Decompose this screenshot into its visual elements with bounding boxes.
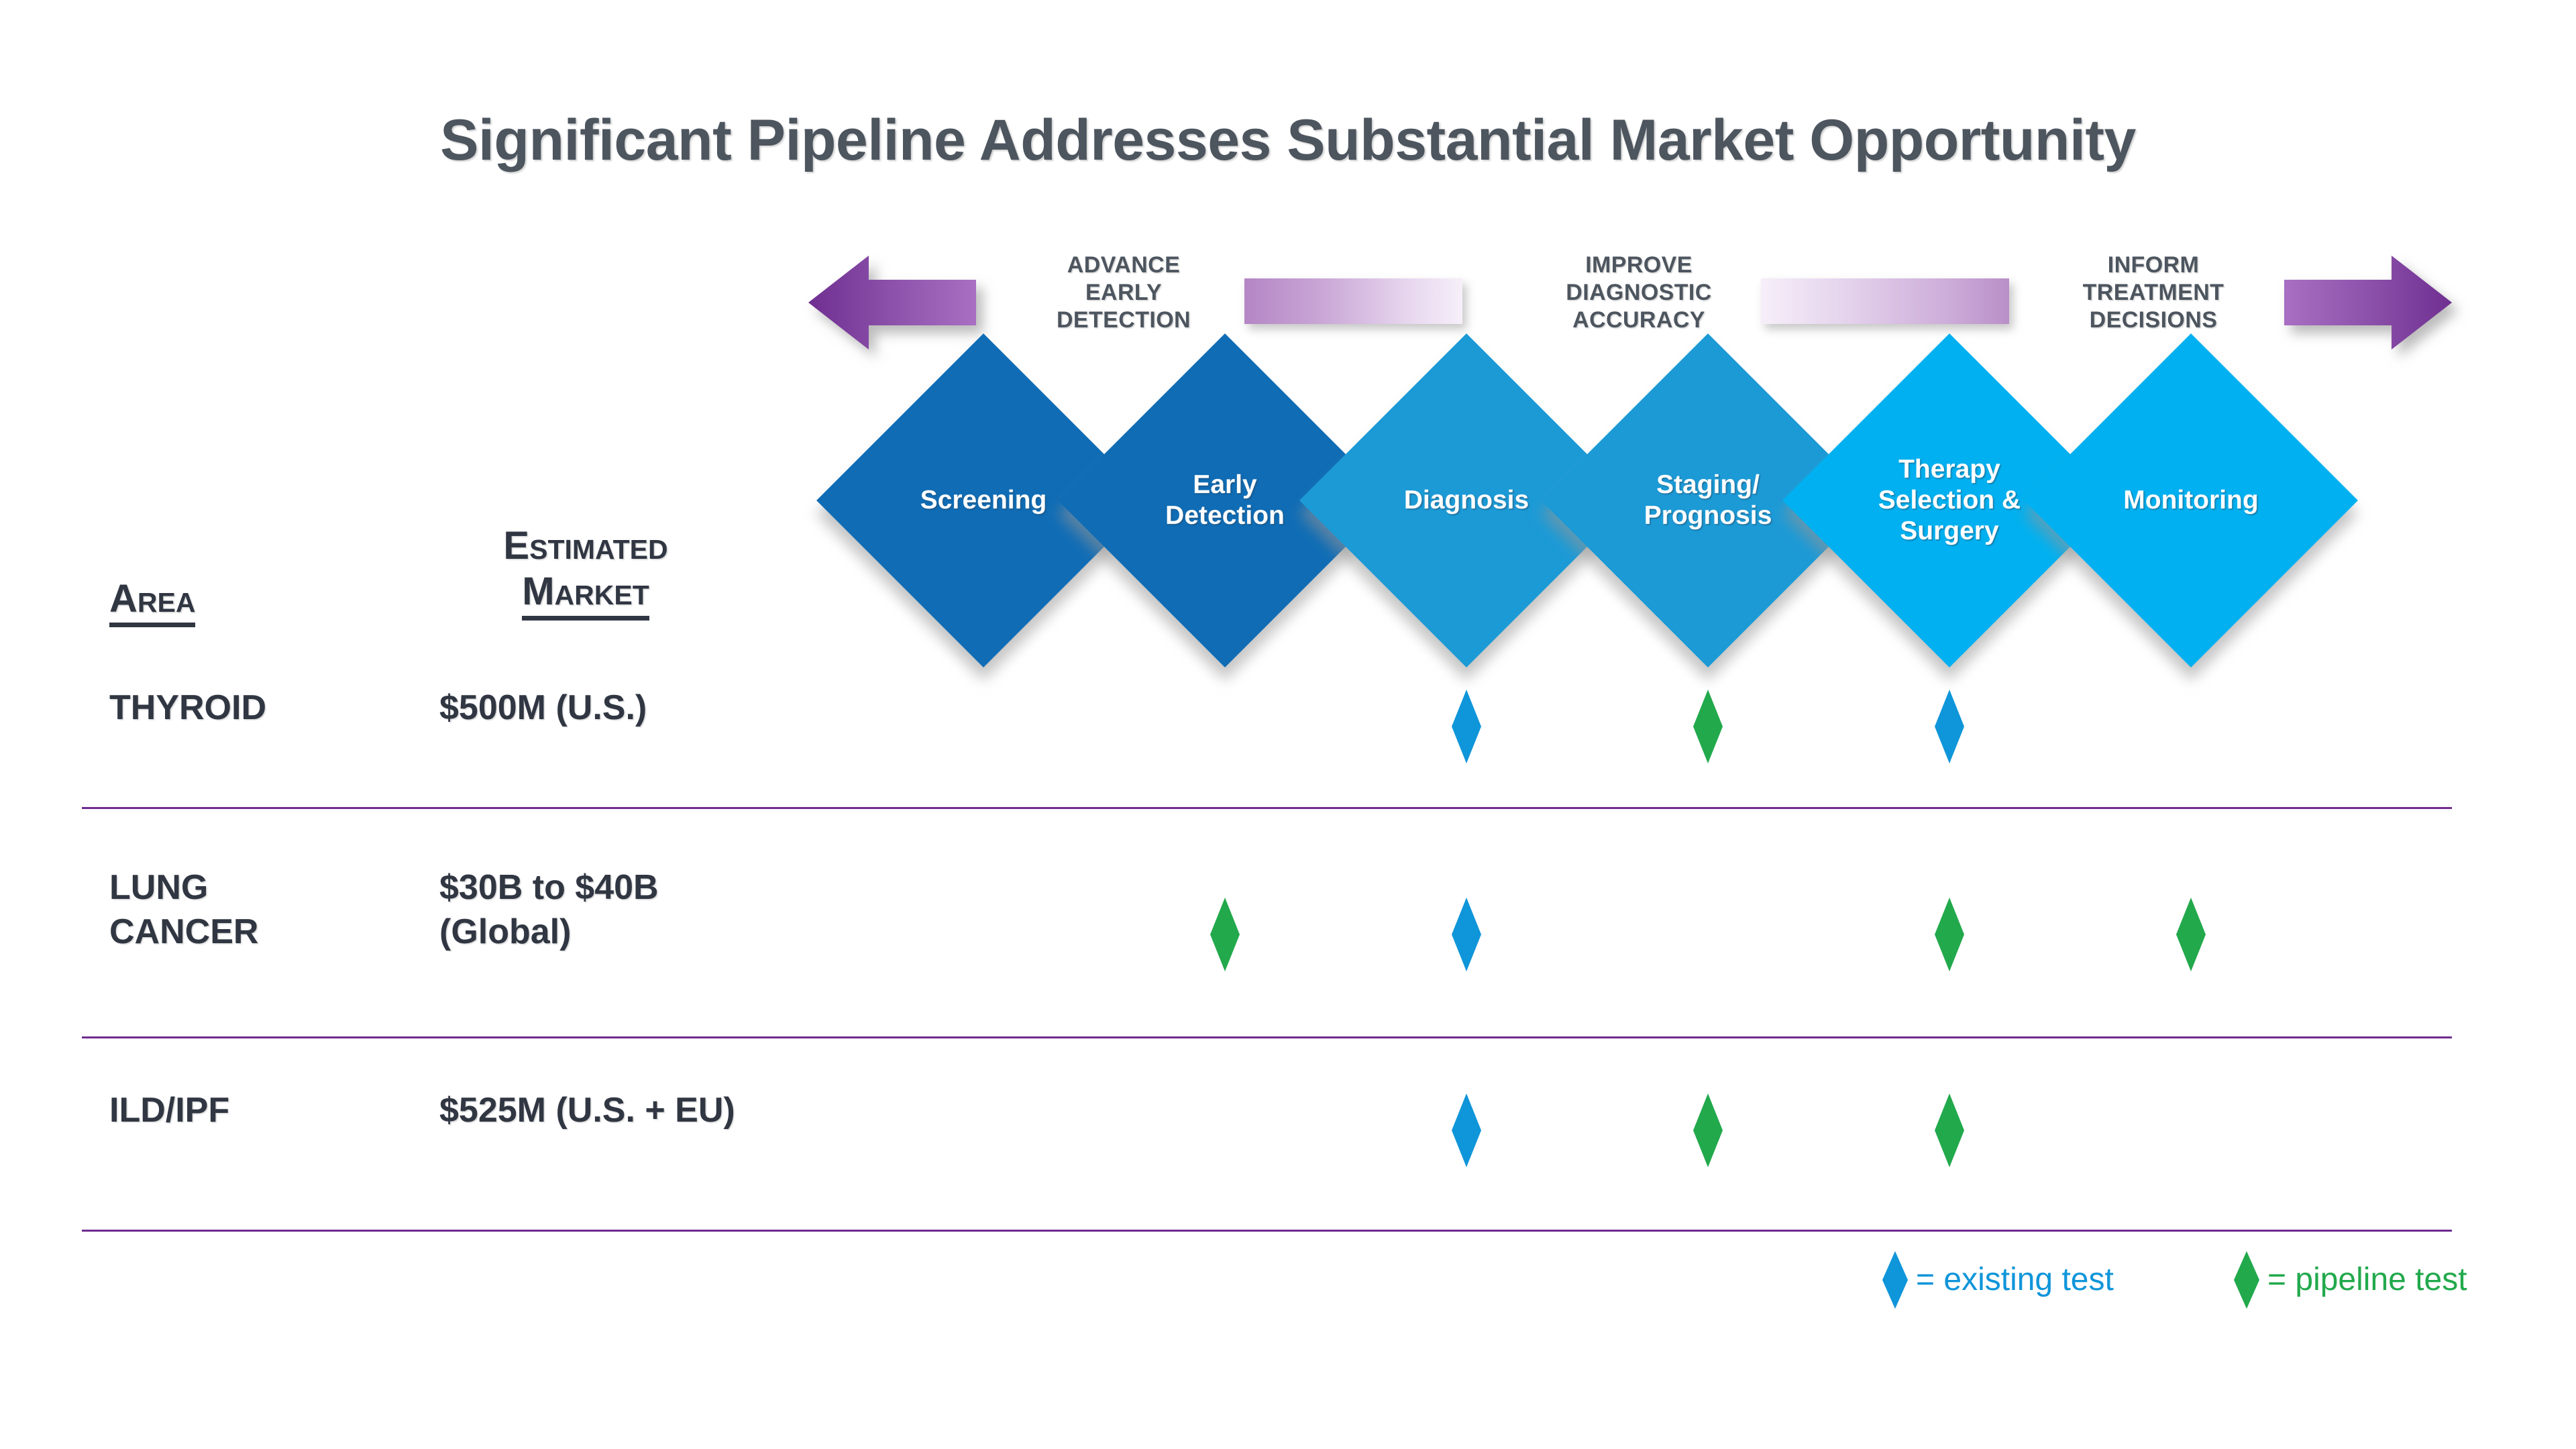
row-market-value: $30B to $40B(Global) bbox=[439, 868, 659, 951]
arrow-left-icon bbox=[808, 256, 976, 350]
status-marker-existing[interactable] bbox=[1452, 1093, 1481, 1167]
stage-diamond-monitoring[interactable]: Monitoring bbox=[2024, 333, 2358, 667]
row-area-label: ILD/IPF bbox=[109, 1091, 230, 1130]
status-marker-pipeline[interactable] bbox=[1693, 1093, 1723, 1167]
legend-item-existing-test: = existing test bbox=[1882, 1251, 2114, 1309]
legend: = existing test = pipeline test bbox=[0, 1251, 2576, 1311]
diamond-blue-icon bbox=[1882, 1251, 1908, 1309]
row-market-value: $525M (U.S. + EU) bbox=[439, 1091, 735, 1130]
gradient-bar-1 bbox=[1244, 278, 1462, 324]
column-header-market-line2: Market bbox=[522, 569, 649, 621]
row-divider bbox=[82, 1230, 2452, 1232]
status-marker-existing[interactable] bbox=[1935, 690, 1964, 763]
column-header-market-line1: Estimated bbox=[503, 524, 668, 568]
status-marker-existing[interactable] bbox=[1452, 898, 1481, 971]
row-divider bbox=[82, 1036, 2452, 1038]
status-marker-pipeline[interactable] bbox=[1210, 898, 1240, 971]
legend-existing-label: = existing test bbox=[1916, 1262, 2114, 1297]
gradient-bar-2 bbox=[1761, 278, 2009, 324]
status-marker-pipeline[interactable] bbox=[1693, 690, 1723, 763]
status-marker-pipeline[interactable] bbox=[1935, 898, 1964, 971]
column-header-estimated-market: Estimated Market bbox=[445, 523, 727, 621]
status-marker-pipeline[interactable] bbox=[1935, 1093, 1964, 1167]
row-area-label: THYROID bbox=[109, 688, 266, 727]
page-title: Significant Pipeline Addresses Substanti… bbox=[440, 108, 2136, 172]
status-marker-existing[interactable] bbox=[1452, 690, 1481, 763]
arrow-right-icon bbox=[2284, 256, 2452, 350]
status-marker-pipeline[interactable] bbox=[2176, 898, 2206, 971]
stage-diamond-label: Monitoring bbox=[2123, 486, 2259, 515]
row-divider bbox=[82, 807, 2452, 809]
diamond-green-icon bbox=[2234, 1251, 2259, 1309]
row-market-value: $500M (U.S.) bbox=[439, 688, 647, 727]
legend-item-pipeline-test: = pipeline test bbox=[2234, 1251, 2467, 1309]
column-header-area: Area bbox=[109, 578, 196, 627]
legend-pipeline-label: = pipeline test bbox=[2267, 1262, 2467, 1297]
